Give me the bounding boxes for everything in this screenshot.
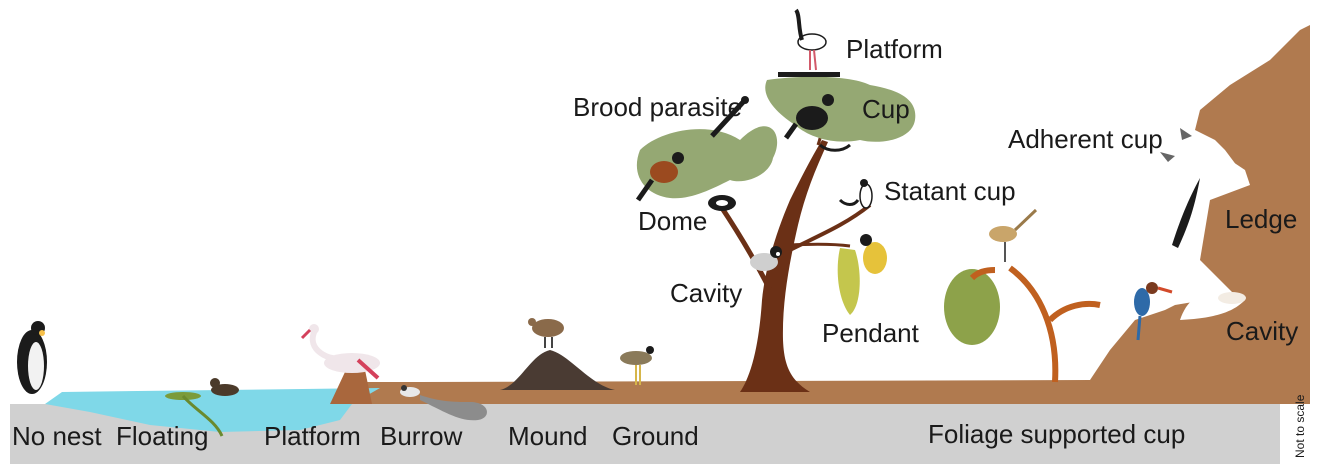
label-ground: Ground (612, 421, 699, 451)
label-ledge: Ledge (1225, 204, 1297, 234)
shrike-icon (860, 179, 872, 208)
swallows-icon (1160, 128, 1192, 162)
emperor-penguin-icon (17, 321, 47, 394)
weaver-icon (860, 234, 887, 274)
swift-icon (1172, 178, 1200, 248)
label-pendant: Pendant (822, 318, 920, 348)
flamingo-icon (302, 324, 380, 378)
scale-note: Not to scale (1293, 394, 1307, 458)
tree-branch-pendant (790, 244, 850, 246)
label-no-nest: No nest (12, 421, 102, 451)
grebe-icon (210, 378, 239, 396)
statant-cup-nest (840, 200, 858, 205)
megapode-icon (528, 318, 564, 348)
label-foliage-supported-cup: Foliage supported cup (928, 419, 1185, 449)
label-platform-tree: Platform (846, 34, 943, 64)
foliage-cup-bush (944, 269, 1000, 345)
label-dome: Dome (638, 206, 707, 236)
label-statant-cup: Statant cup (884, 176, 1016, 206)
label-mound: Mound (508, 421, 588, 451)
label-cavity-cliff: Cavity (1226, 316, 1298, 346)
label-platform-ground: Platform (264, 421, 361, 451)
label-cup: Cup (862, 94, 910, 124)
cliff-cavity-nest (1218, 292, 1246, 304)
label-brood-parasite: Brood parasite (573, 92, 742, 122)
pendant-nest (838, 248, 860, 315)
mound-nest (500, 350, 615, 390)
label-adherent-cup: Adherent cup (1008, 124, 1163, 154)
lapwing-icon (620, 346, 654, 385)
top-platform-nest (778, 72, 840, 77)
flamingo-platform-nest (330, 370, 372, 404)
dome-nest-opening (716, 200, 728, 206)
label-floating: Floating (116, 421, 209, 451)
stork-icon (796, 10, 826, 70)
label-burrow: Burrow (380, 421, 463, 451)
prinia-icon (989, 210, 1036, 262)
label-cavity-tree: Cavity (670, 278, 742, 308)
